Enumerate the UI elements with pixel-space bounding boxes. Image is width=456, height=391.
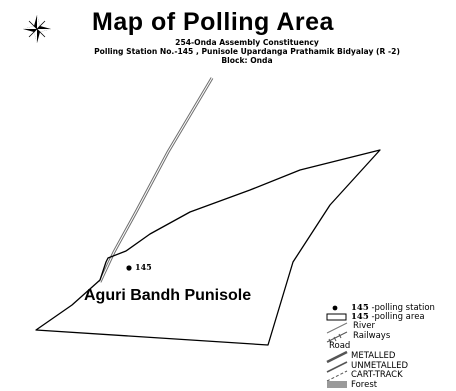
legend-river-label: River [353, 321, 376, 331]
legend-road-heading: Road [329, 341, 351, 351]
legend-river-icon [326, 322, 348, 334]
legend-railways-label: Railways [353, 331, 391, 341]
road-line [98, 77, 214, 283]
polling-area-boundary [35, 149, 381, 346]
legend-unmetalled-label: UNMETALLED [351, 361, 409, 371]
legend-metalled-icon [326, 350, 348, 364]
legend-area-box-icon [326, 313, 347, 321]
legend [326, 305, 348, 388]
legend-polling-area: 145 -polling area [351, 312, 425, 322]
polling-station-marker [126, 265, 132, 271]
legend-station-dot-icon [332, 305, 338, 311]
polling-station-text: Polling Station No.-145 , Punisole Upard… [94, 47, 400, 56]
legend-metalled-label: METALLED [351, 351, 396, 361]
legend-cart-track-icon [326, 370, 348, 382]
area-name-label: Aguri Bandh Punisole [84, 287, 252, 304]
legend-station-number: 145 [351, 303, 369, 313]
compass-rose-icon [23, 15, 51, 43]
legend-forest-label: Forest [351, 380, 378, 390]
legend-railway-icon [326, 331, 348, 344]
legend-area-number: 145 [351, 312, 369, 322]
station-marker-label: 145 [135, 262, 152, 272]
constituency-text: 254-Onda Assembly Constituency [175, 38, 319, 47]
legend-station-text: -polling station [371, 303, 435, 313]
legend-forest-swatch [327, 381, 347, 388]
legend-cart-track-label: CART-TRACK [351, 370, 403, 380]
legend-polling-station: 145 -polling station [351, 303, 435, 313]
block-text: Block: Onda [221, 56, 273, 65]
map-title: Map of Polling Area [92, 8, 334, 36]
legend-area-text: -polling area [371, 312, 425, 322]
legend-unmetalled-icon [326, 361, 348, 373]
